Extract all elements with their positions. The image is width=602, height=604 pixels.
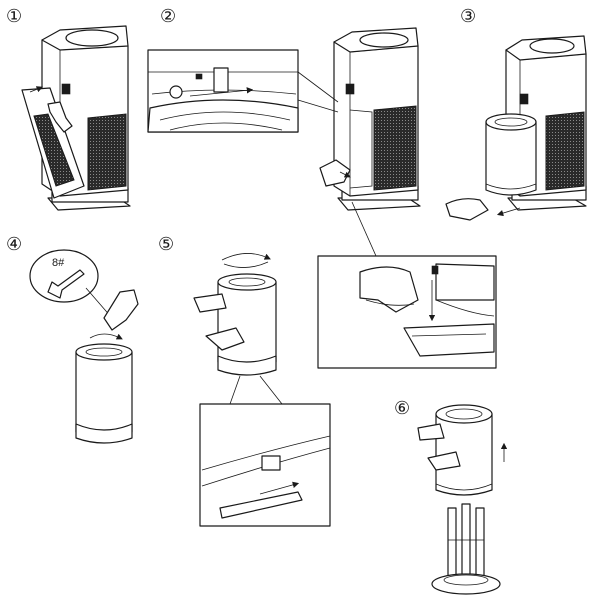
rotate-arrow-icon [89, 333, 123, 340]
filter-cartridge-icon [217, 273, 277, 376]
step-6-illustration: ⑥ [394, 398, 508, 595]
step-2-illustration: ② [147, 6, 497, 369]
wrench-size-label: 8# [52, 257, 65, 269]
filter-stand-icon [431, 503, 501, 595]
rotate-arrow-icon [221, 253, 271, 261]
step-5-illustration: ⑤ [158, 234, 331, 527]
hand-icon [205, 327, 245, 351]
wrench-icon [47, 269, 85, 299]
hand-icon [103, 289, 139, 331]
air-purifier-icon [319, 27, 421, 211]
filter-cartridge-icon [435, 404, 493, 496]
lock-detail-callout [147, 49, 299, 133]
filter-cartridge-icon [485, 113, 537, 196]
step-3-illustration: ③ [445, 6, 587, 221]
air-purifier-icon [21, 25, 131, 211]
step-1-number: ① [6, 6, 22, 27]
filter-cartridge-icon [75, 343, 133, 444]
step-5-number: ⑤ [158, 234, 174, 255]
step-4-number: ④ [6, 234, 22, 255]
hand-icon [427, 451, 461, 471]
step-2-number: ② [160, 6, 176, 27]
hand-icon [193, 293, 227, 313]
latch-detail-callout [317, 255, 497, 369]
hand-icon [417, 423, 445, 441]
step-4-illustration: ④ 8# [6, 234, 139, 444]
step-3-number: ③ [460, 6, 476, 27]
rim-detail-callout [199, 403, 331, 527]
step-1-illustration: ① [6, 6, 131, 211]
step-6-number: ⑥ [394, 398, 410, 419]
wrench-callout: 8# [29, 249, 113, 319]
